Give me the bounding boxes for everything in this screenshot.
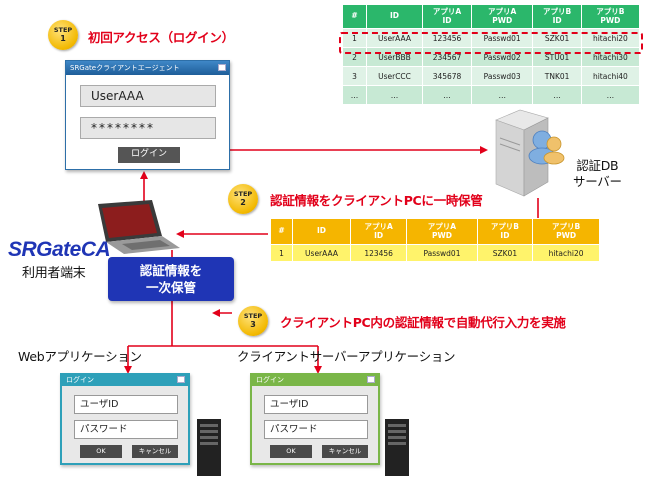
db-col-num: # bbox=[342, 4, 367, 29]
srgateca-logo: SRGateCA bbox=[8, 238, 111, 261]
cache-header-row: # ID アプリA ID アプリA PWD アプリB ID アプリB PWD bbox=[270, 218, 600, 245]
window-box-icon[interactable] bbox=[177, 376, 185, 383]
table-row: 1 UserAAA 123456 Passwd01 SZK01 hitachi2… bbox=[270, 244, 600, 262]
web-password-field[interactable]: パスワード bbox=[74, 420, 178, 439]
db-col-id: ID bbox=[366, 4, 423, 29]
db-col-appa-id: アプリA ID bbox=[421, 4, 473, 29]
db-header-row: # ID アプリA ID アプリA PWD アプリB ID アプリB PWD bbox=[342, 4, 641, 29]
db-col-appa-pwd: アプリA PWD bbox=[471, 4, 534, 29]
laptop-icon bbox=[98, 200, 180, 254]
step2-title: 認証情報をクライアントPCに一時保管 bbox=[270, 193, 483, 208]
password-field[interactable]: ******** bbox=[80, 117, 216, 139]
cs-login-titlebar: ログイン bbox=[252, 375, 378, 386]
step2-badge: STEP 2 bbox=[228, 184, 258, 214]
db-server-label: 認証DB サーバー bbox=[573, 158, 622, 189]
login-button[interactable]: ログイン bbox=[118, 147, 180, 163]
agent-window: SRGateクライアントエージェント UserAAA ******** ログイン bbox=[65, 60, 230, 170]
db-server-icon bbox=[495, 109, 565, 197]
db-col-appb-pwd: アプリB PWD bbox=[580, 4, 641, 29]
window-box-icon[interactable] bbox=[218, 64, 226, 71]
table-row: … … … … … … bbox=[342, 85, 641, 105]
terminal-label: 利用者端末 bbox=[22, 266, 86, 281]
web-login-titlebar: ログイン bbox=[62, 375, 188, 386]
cache-table: # ID アプリA ID アプリA PWD アプリB ID アプリB PWD 1… bbox=[270, 218, 600, 262]
step3-title: クライアントPC内の認証情報で自動代行入力を実施 bbox=[280, 315, 566, 330]
cs-userid-field[interactable]: ユーザID bbox=[264, 395, 368, 414]
web-app-label: Webアプリケーション bbox=[18, 349, 142, 364]
web-login-window: ログイン ユーザID パスワード OK キャンセル bbox=[60, 373, 190, 465]
cs-password-field[interactable]: パスワード bbox=[264, 420, 368, 439]
agent-titlebar: SRGateクライアントエージェント bbox=[66, 61, 229, 75]
web-ok-button[interactable]: OK bbox=[80, 445, 122, 458]
web-userid-field[interactable]: ユーザID bbox=[74, 395, 178, 414]
user-id-field[interactable]: UserAAA bbox=[80, 85, 216, 107]
server-tower-icon bbox=[385, 419, 409, 476]
cache-box: 認証情報を 一次保管 bbox=[108, 257, 234, 301]
cs-cancel-button[interactable]: キャンセル bbox=[322, 445, 368, 458]
cs-ok-button[interactable]: OK bbox=[270, 445, 312, 458]
step1-badge: STEP 1 bbox=[48, 20, 78, 50]
cs-app-label: クライアントサーバーアプリケーション bbox=[237, 349, 456, 364]
server-tower-icon bbox=[197, 419, 221, 476]
row-highlight bbox=[339, 32, 643, 54]
step1-title: 初回アクセス（ログイン） bbox=[88, 30, 234, 45]
table-row: 3 UserCCC 345678 Passwd03 TNK01 hitachi4… bbox=[342, 66, 641, 86]
web-cancel-button[interactable]: キャンセル bbox=[132, 445, 178, 458]
window-box-icon[interactable] bbox=[367, 376, 375, 383]
step3-badge: STEP 3 bbox=[238, 306, 268, 336]
auth-db-table: # ID アプリA ID アプリA PWD アプリB ID アプリB PWD 1… bbox=[342, 4, 641, 105]
db-col-appb-id: アプリB ID bbox=[532, 4, 582, 29]
cs-login-window: ログイン ユーザID パスワード OK キャンセル bbox=[250, 373, 380, 465]
